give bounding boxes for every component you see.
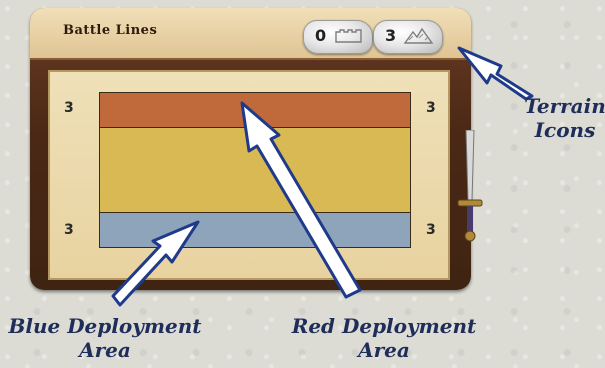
caption-line: Area	[358, 338, 410, 362]
terrain-arrow	[457, 46, 534, 101]
blue-deployment-area	[99, 212, 411, 248]
left-row-number: 3	[64, 100, 74, 116]
fortification-icon	[335, 29, 362, 43]
token-count: 3	[385, 26, 397, 45]
caption-line: Icons	[534, 118, 596, 142]
left-row-number: 3	[64, 222, 74, 238]
terrain-icons-caption: Terrain Icons	[520, 94, 605, 142]
card-title: Battle Lines	[63, 23, 158, 38]
fortification-token: 0	[303, 20, 373, 54]
blue-deployment-arrow	[111, 220, 200, 307]
mountain-terrain-icon	[404, 28, 434, 44]
sword-decoration	[457, 130, 483, 242]
red-deployment-arrow	[240, 101, 362, 299]
token-count: 0	[315, 26, 327, 45]
caption-line: Red Deployment	[291, 314, 477, 338]
red-deployment-area	[99, 92, 411, 128]
caption-line: Blue Deployment	[8, 314, 202, 338]
red-deployment-caption: Red Deployment Area	[284, 314, 484, 362]
caption-line: Terrain	[524, 94, 605, 118]
right-row-number: 3	[426, 222, 436, 238]
card-header: Battle Lines 0 3	[30, 8, 471, 60]
mountain-token: 3	[373, 20, 443, 54]
blue-deployment-caption: Blue Deployment Area	[0, 314, 210, 362]
right-row-number: 3	[426, 100, 436, 116]
caption-line: Area	[79, 338, 131, 362]
